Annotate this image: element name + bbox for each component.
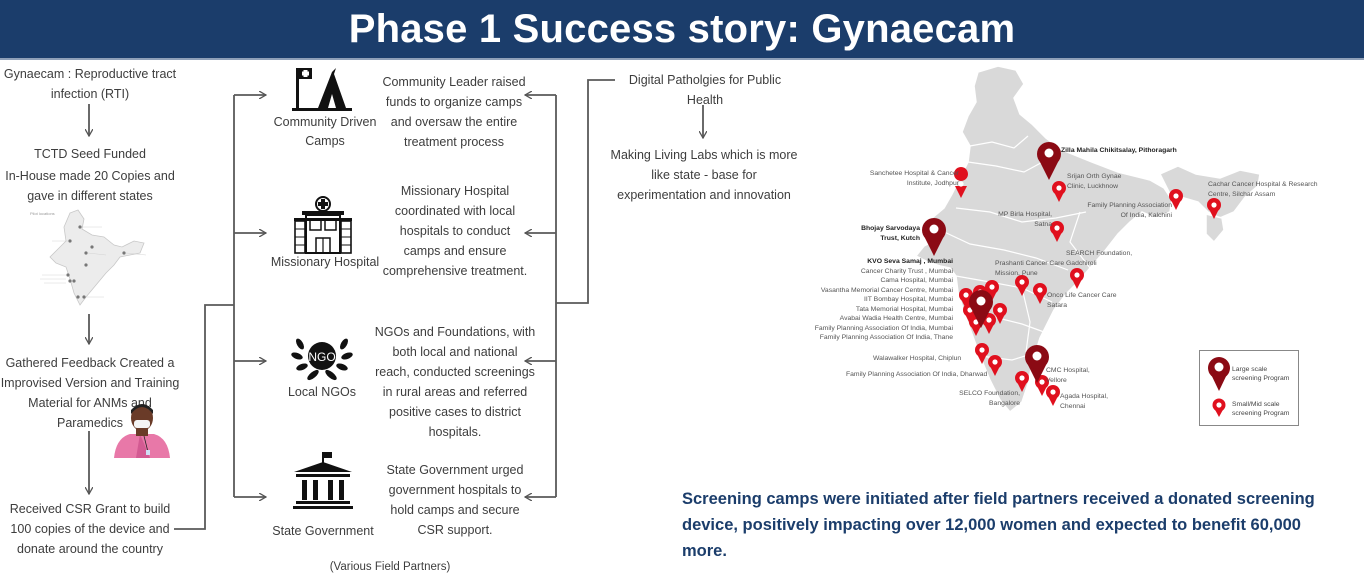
journey-step-seed-funded: TCTD Seed Funded [34, 147, 146, 161]
pin-kalchini [1169, 189, 1183, 210]
future-step-digital-pathologies: Digital Patholgies for Public Health [628, 73, 782, 107]
journey-step-rti: Gynaecam : Reproductive tract infection … [3, 67, 177, 101]
map-legend: Large scale screening Program Small/Mid … [1199, 350, 1299, 426]
map-label-vellore: CMC Hospital, Vellore [1046, 367, 1090, 384]
partner-label-state-government: State Government [272, 524, 374, 538]
government-building-icon [293, 452, 353, 509]
map-label-gadchiroli: SEARCH Foundation, Gadchiroli [1066, 250, 1133, 267]
pin-lucknow [1052, 181, 1066, 202]
partner-description-community-camps: Community Leader raised funds to organiz… [382, 75, 526, 149]
pin-gadchiroli [1070, 268, 1084, 289]
anm-health-worker-icon [114, 404, 170, 458]
map-label-jodhpur: Sanchetee Hospital & Cancer Institute, J… [869, 170, 959, 187]
future-step-living-labs: Making Living Labs which is more like st… [610, 148, 798, 202]
partner-label-missionary-hospital: Missionary Hospital [270, 255, 380, 269]
journey-step-feedback: Gathered Feedback Created a Improvised V… [0, 356, 180, 430]
map-label-satna: MP Birla Hospital, Satna [998, 211, 1052, 228]
india-partners-map [914, 65, 1261, 414]
mumbai-list-item: Cancer Charity Trust , Mumbai [860, 267, 953, 275]
mumbai-list-item: KVO Seva Samaj , Mumbai [867, 258, 953, 265]
pin-satna [1050, 221, 1064, 242]
partner-label-local-ngos: Local NGOs [287, 385, 357, 399]
impact-summary: Screening camps were initiated after fie… [682, 490, 1315, 560]
camp-tent-icon [292, 68, 352, 111]
pin-mumbai-1 [959, 288, 973, 309]
map-label-pithoragarh: Zilla Mahila Chikitsalay, Pithoragarh [1061, 147, 1177, 154]
pin-chennai [1046, 385, 1060, 406]
pin-satara [1033, 283, 1047, 304]
pilot-map-caption: Pilot locations [30, 211, 55, 216]
title-banner: Phase 1 Success story: Gynaecam [0, 0, 1364, 60]
pin-mumbai-large [969, 290, 993, 328]
map-pins-large [922, 142, 1061, 383]
map-label-satara: Onco Life Cancer Care Satara [1047, 292, 1117, 309]
large-pin-legend-icon [1208, 357, 1230, 391]
map-label-kutch: Bhojay Sarvodaya Trust, Kutch [861, 225, 920, 242]
mumbai-list-item: Family Planning Association Of India, Th… [819, 334, 953, 341]
ngo-laurel-icon: NGO [291, 338, 353, 381]
pin-chiplun [975, 343, 989, 364]
map-mumbai-list: KVO Seva Samaj , Mumbai Cancer Charity T… [800, 257, 953, 343]
map-label-lucknow: Srijan Orth Gynae Clinic, Luckhnow [1067, 173, 1122, 190]
map-label-kalchini: Family Planning Association Of India, Ka… [1087, 202, 1172, 219]
legend-large-label: Large scale screening Program [1232, 366, 1290, 382]
map-label-chennai: Agada Hospital, Chennai [1060, 393, 1108, 410]
pilot-locations-map: Pilot locations [30, 209, 147, 306]
bracket-line-future [556, 79, 615, 304]
pin-silchar [1207, 198, 1221, 219]
mumbai-list-item: Family Planning Association Of India, Mu… [814, 324, 953, 332]
mumbai-list-item: Vasantha Memorial Cancer Centre, Mumbai [820, 286, 953, 294]
small-pin-legend-icon [1212, 398, 1226, 417]
map-label-silchar: Cachar Cancer Hospital & Research Centre… [1208, 181, 1318, 198]
mumbai-list-item: IIT Bombay Hospital, Mumbai [863, 296, 953, 303]
mumbai-list-item: Cama Hospital, Mumbai [880, 277, 953, 284]
partner-label-community-camps: Community Driven Camps [273, 115, 377, 148]
bracket-line-csr [174, 304, 234, 530]
map-label-pune: Prashanti Cancer Care Mission, Pune [995, 260, 1065, 277]
map-label-bangalore: SELCO Foundation, Bangalore [959, 390, 1020, 407]
map-pins-small [954, 167, 1221, 406]
pin-dharwad [988, 355, 1002, 376]
map-label-chiplun: Walawalker Hospital, Chiplun [873, 355, 962, 362]
pin-pithoragarh [1037, 142, 1061, 180]
svg-text:NGO: NGO [308, 350, 335, 364]
journey-step-csr-grant: Received CSR Grant to build 100 copies o… [9, 502, 171, 556]
pin-jodhpur [954, 167, 969, 198]
pin-mumbai-3 [985, 280, 999, 301]
hospital-icon [294, 196, 352, 254]
pin-mumbai-5 [993, 303, 1007, 324]
pin-pune [1015, 275, 1029, 296]
mumbai-list-item: Tata Memorial Hospital, Mumbai [855, 305, 953, 313]
partner-description-state-government: State Government urged government hospit… [386, 463, 524, 537]
partner-description-local-ngos: NGOs and Foundations, with both local an… [374, 325, 536, 439]
partner-description-missionary-hospital: Missionary Hospital coordinated with loc… [382, 184, 528, 278]
map-label-dharwad: Family Planning Association Of India, Dh… [846, 371, 988, 378]
mumbai-list-item: Avabai Wadia Health Centre, Mumbai [839, 315, 953, 322]
pin-bangalore [1015, 371, 1029, 392]
page-title: Phase 1 Success story: Gynaecam [348, 6, 1016, 51]
legend-small-label: Small/Mid scale screening Program [1232, 401, 1290, 417]
journey-step-20-copies: In-House made 20 Copies and gave in diff… [5, 169, 175, 203]
partners-footer-caption: (Various Field Partners) [329, 561, 451, 573]
pin-kutch [922, 218, 946, 256]
pin-vellore-large [1025, 345, 1049, 383]
